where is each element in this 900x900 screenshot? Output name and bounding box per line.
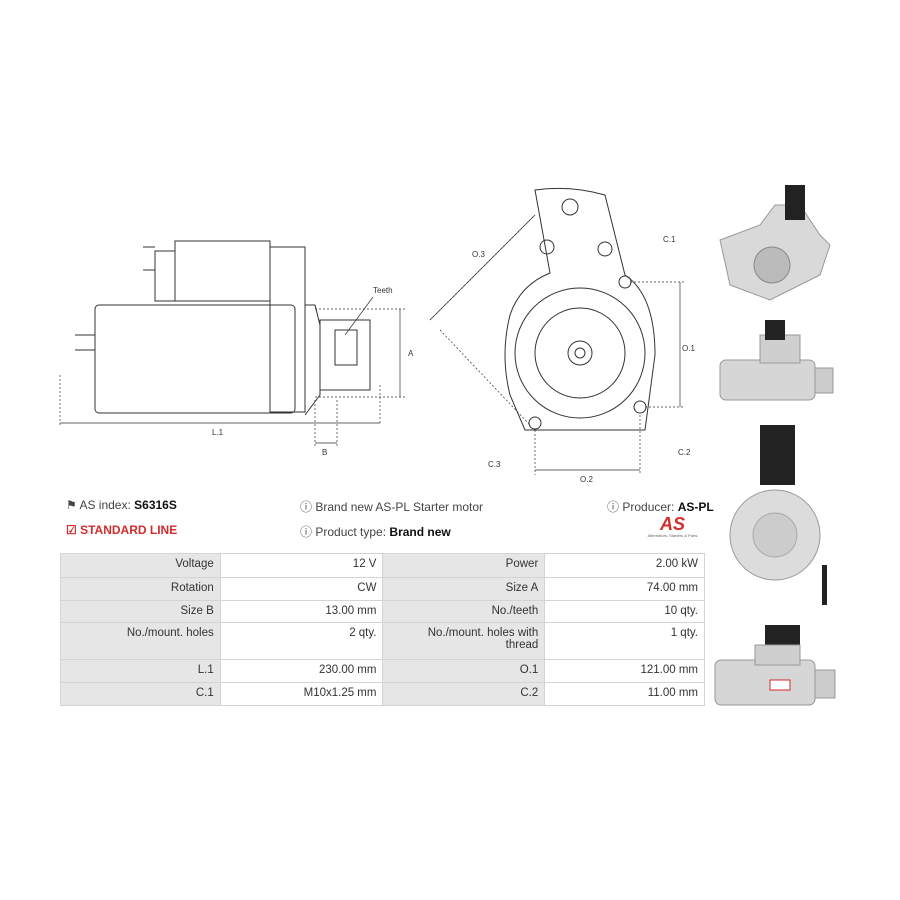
- description: ⓘ Brand new AS-PL Starter motor: [300, 500, 483, 514]
- spec-label: No./teeth: [382, 600, 546, 623]
- spec-value: 13.00 mm: [219, 600, 384, 623]
- spec-label: No./mount. holes with thread: [382, 622, 546, 660]
- spec-label: Size A: [382, 577, 546, 601]
- spec-label: O.1: [382, 659, 546, 683]
- o3-label: O.3: [472, 250, 485, 259]
- spec-value: 74.00 mm: [544, 577, 705, 601]
- spec-value: 121.00 mm: [544, 659, 705, 683]
- size-a-label: A: [408, 349, 414, 358]
- side-view-diagram: Teeth A B L.1: [59, 240, 414, 457]
- spec-label: Power: [382, 553, 546, 578]
- spec-value: M10x1.25 mm: [219, 682, 384, 706]
- spec-value: 11.00 mm: [544, 682, 705, 706]
- info-icon: ⓘ: [300, 500, 313, 514]
- length-label: L.1: [212, 428, 224, 437]
- producer: ⓘ Producer: AS-PL: [607, 500, 714, 514]
- spec-value: 2 qty.: [219, 622, 384, 660]
- product-type: ⓘ Product type: Brand new: [300, 525, 451, 539]
- o1-label: O.1: [682, 344, 695, 353]
- front-view-diagram: C.1 O.1 O.2 O.3 C.2 C.3: [429, 187, 695, 484]
- spec-label: L.1: [60, 659, 221, 683]
- info-icon: ⓘ: [300, 525, 313, 539]
- spec-value: 10 qty.: [544, 600, 705, 623]
- checkbox-icon: ☑: [66, 523, 77, 537]
- o2-label: O.2: [580, 475, 593, 484]
- photo-side-2: [714, 625, 836, 706]
- tags-icon: ⚑: [66, 498, 77, 512]
- spec-value: 1 qty.: [544, 622, 705, 660]
- spec-label: No./mount. holes: [60, 622, 221, 660]
- spec-label: Size B: [60, 600, 221, 623]
- c3-label: C.3: [488, 460, 501, 469]
- standard-line: ☑ STANDARD LINE: [66, 523, 178, 537]
- photo-rear: [729, 425, 827, 605]
- spec-label: C.1: [60, 682, 221, 706]
- as-index-value: S6316S: [134, 498, 177, 512]
- as-index: ⚑ AS index: S6316S: [66, 498, 177, 512]
- teeth-label: Teeth: [373, 286, 393, 295]
- photo-front: [719, 185, 831, 301]
- spec-label: Rotation: [60, 577, 221, 601]
- spec-value: 12 V: [219, 553, 384, 578]
- product-photos: [714, 185, 836, 706]
- spec-value: 230.00 mm: [219, 659, 384, 683]
- photo-side: [719, 320, 834, 401]
- spec-label: Voltage: [60, 553, 221, 578]
- as-pl-logo: AS Alternators, Starters & Parts: [647, 514, 698, 538]
- info-icon: ⓘ: [607, 500, 620, 514]
- spec-value: CW: [219, 577, 384, 601]
- c1-label: C.1: [663, 235, 676, 244]
- spec-value: 2.00 kW: [544, 553, 705, 578]
- size-b-label: B: [322, 448, 327, 457]
- c2-label: C.2: [678, 448, 691, 457]
- spec-label: C.2: [382, 682, 546, 706]
